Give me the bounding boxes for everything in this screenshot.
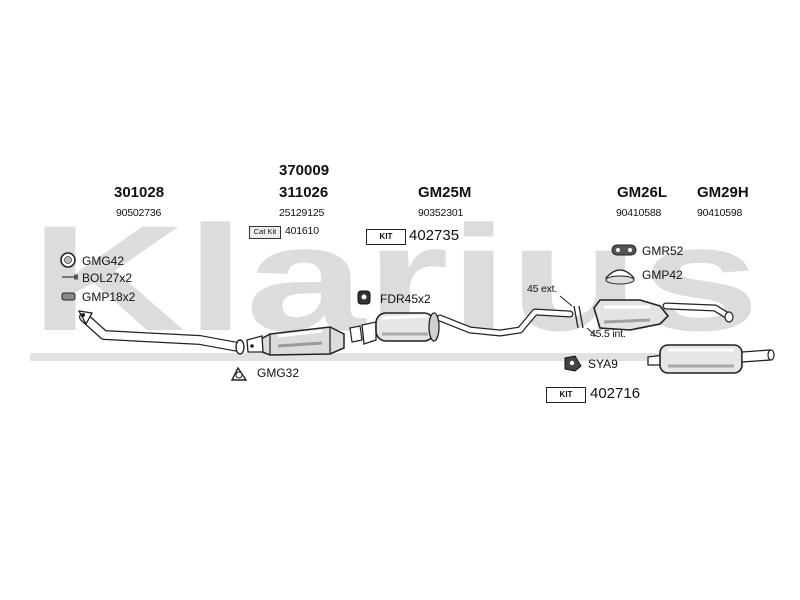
rear-silencer-gm29h <box>647 344 775 374</box>
part-number-gm29h: GM29H <box>697 184 749 201</box>
kit-badge-2: KIT <box>546 387 586 403</box>
part-number-gm25m: GM25M <box>418 184 472 201</box>
part-number-370009: 370009 <box>279 162 330 179</box>
rubber-ring-icon <box>611 244 637 256</box>
annotation-int: 45.5 int. <box>590 328 626 340</box>
front-pipe <box>77 310 245 355</box>
ref-number-col3: 90352301 <box>418 207 464 219</box>
ref-number-col2: 25129125 <box>279 207 325 219</box>
clamp-bracket-icon <box>605 269 635 285</box>
mounting-rubber-icon <box>564 355 582 372</box>
rubber-hanger-icon <box>357 290 371 305</box>
kit-number-402735: 402735 <box>409 227 460 244</box>
bolt-icon <box>62 274 78 280</box>
joint-dimension-marks <box>559 295 597 337</box>
label-fdr45x2: FDR45x2 <box>380 292 431 306</box>
ref-number-col1: 90502736 <box>116 207 162 219</box>
part-number-301028: 301028 <box>114 184 165 201</box>
label-gmg32: GMG32 <box>257 366 300 380</box>
label-gmr52: GMR52 <box>642 244 684 258</box>
clamp-plate-icon <box>61 292 76 301</box>
ref-number-col5: 90410598 <box>697 207 743 219</box>
gasket-ring-inner-icon <box>64 256 72 264</box>
part-number-gm26l: GM26L <box>617 184 668 201</box>
cat-kit-number: 401610 <box>285 225 319 237</box>
label-gmg42: GMG42 <box>82 254 125 268</box>
pipe-clamp-icon <box>349 325 363 343</box>
label-gmp42: GMP42 <box>642 268 683 282</box>
kit-number-402716: 402716 <box>590 385 641 402</box>
part-number-311026: 311026 <box>279 184 329 201</box>
cat-kit-badge: Cat Kit <box>249 226 281 239</box>
ref-number-col4: 90410588 <box>616 207 662 219</box>
center-muffler-pipe <box>361 308 574 345</box>
watermark-underline <box>30 353 770 361</box>
catalytic-converter <box>246 326 345 356</box>
annotation-ext: 45 ext. <box>527 283 558 295</box>
kit-badge-1: KIT <box>366 229 406 245</box>
rear-silencer-gm26l <box>593 299 734 331</box>
label-bol27x2: BOL27x2 <box>82 271 133 285</box>
label-gmp18x2: GMP18x2 <box>82 290 136 304</box>
label-sya9: SYA9 <box>588 357 618 371</box>
